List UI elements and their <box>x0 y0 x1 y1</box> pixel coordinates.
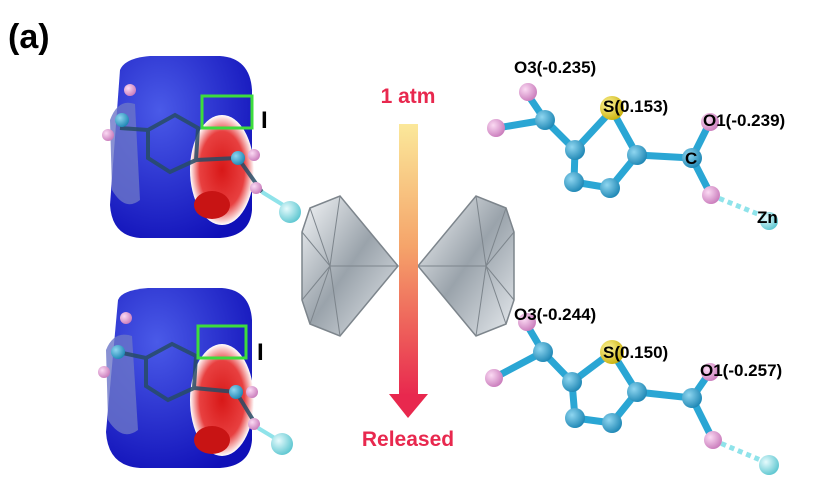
panel-label: (a) <box>8 18 50 56</box>
contact-marker-bottom: I <box>257 339 264 366</box>
atom-label-s-bottom: S(0.150) <box>603 343 668 362</box>
pressure-start-label: 1 atm <box>381 85 436 108</box>
pressure-arrow-icon <box>389 124 428 418</box>
hirshfeld-surface-bottom <box>98 288 293 468</box>
atom-label-o3-top: O3(-0.235) <box>514 58 596 77</box>
atom-label-s-top: S(0.153) <box>603 97 668 116</box>
atom-label-o1-top: O1(-0.239) <box>703 111 785 130</box>
hirshfeld-surface-top <box>102 56 301 238</box>
atom-label-c-top: C <box>685 149 697 168</box>
diamond-anvil-right-icon <box>417 195 515 337</box>
pressure-end-label: Released <box>362 428 454 451</box>
molecule-bottom <box>485 313 779 475</box>
atom-label-o1-bottom: O1(-0.257) <box>700 361 782 380</box>
contact-highlight-box-top <box>200 94 254 130</box>
diamond-anvil-left-icon <box>301 195 399 337</box>
contact-marker-top: I <box>261 107 268 134</box>
atom-label-o3-bottom: O3(-0.244) <box>514 305 596 324</box>
contact-highlight-box-bottom <box>196 324 248 360</box>
molecule-top <box>487 83 778 230</box>
atom-label-zn-top: Zn <box>757 208 778 227</box>
